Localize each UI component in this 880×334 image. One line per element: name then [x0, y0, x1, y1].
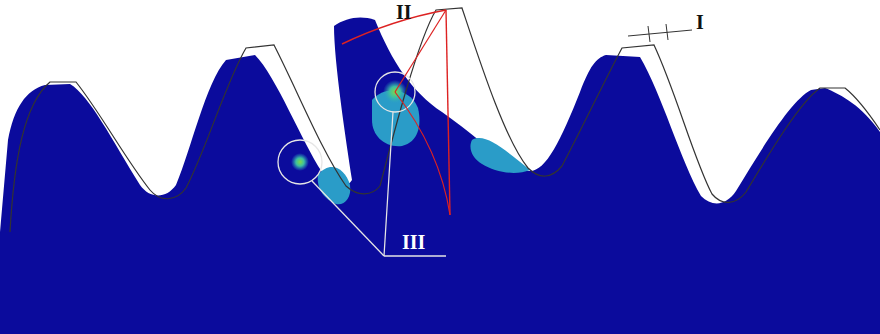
detail-circle: [278, 140, 322, 184]
callout-number: II: [394, 2, 414, 22]
leader-line: [384, 255, 446, 256]
stress-zone: [470, 138, 530, 173]
undeformed-outline: [10, 8, 880, 232]
leader-line: [384, 112, 393, 256]
dimension-tick: [648, 26, 650, 42]
radial-line: [395, 10, 446, 92]
deformed-gear: [0, 18, 880, 334]
radial-line: [446, 10, 450, 215]
radial-arc: [395, 92, 450, 215]
callout-number: III: [400, 232, 427, 252]
leader-line: [312, 181, 384, 256]
dimension-tick: [666, 24, 668, 40]
callout-number: I: [694, 12, 706, 32]
dimension-line: [628, 30, 692, 36]
stress-peak: [291, 153, 309, 171]
angle-arc: [342, 10, 446, 44]
